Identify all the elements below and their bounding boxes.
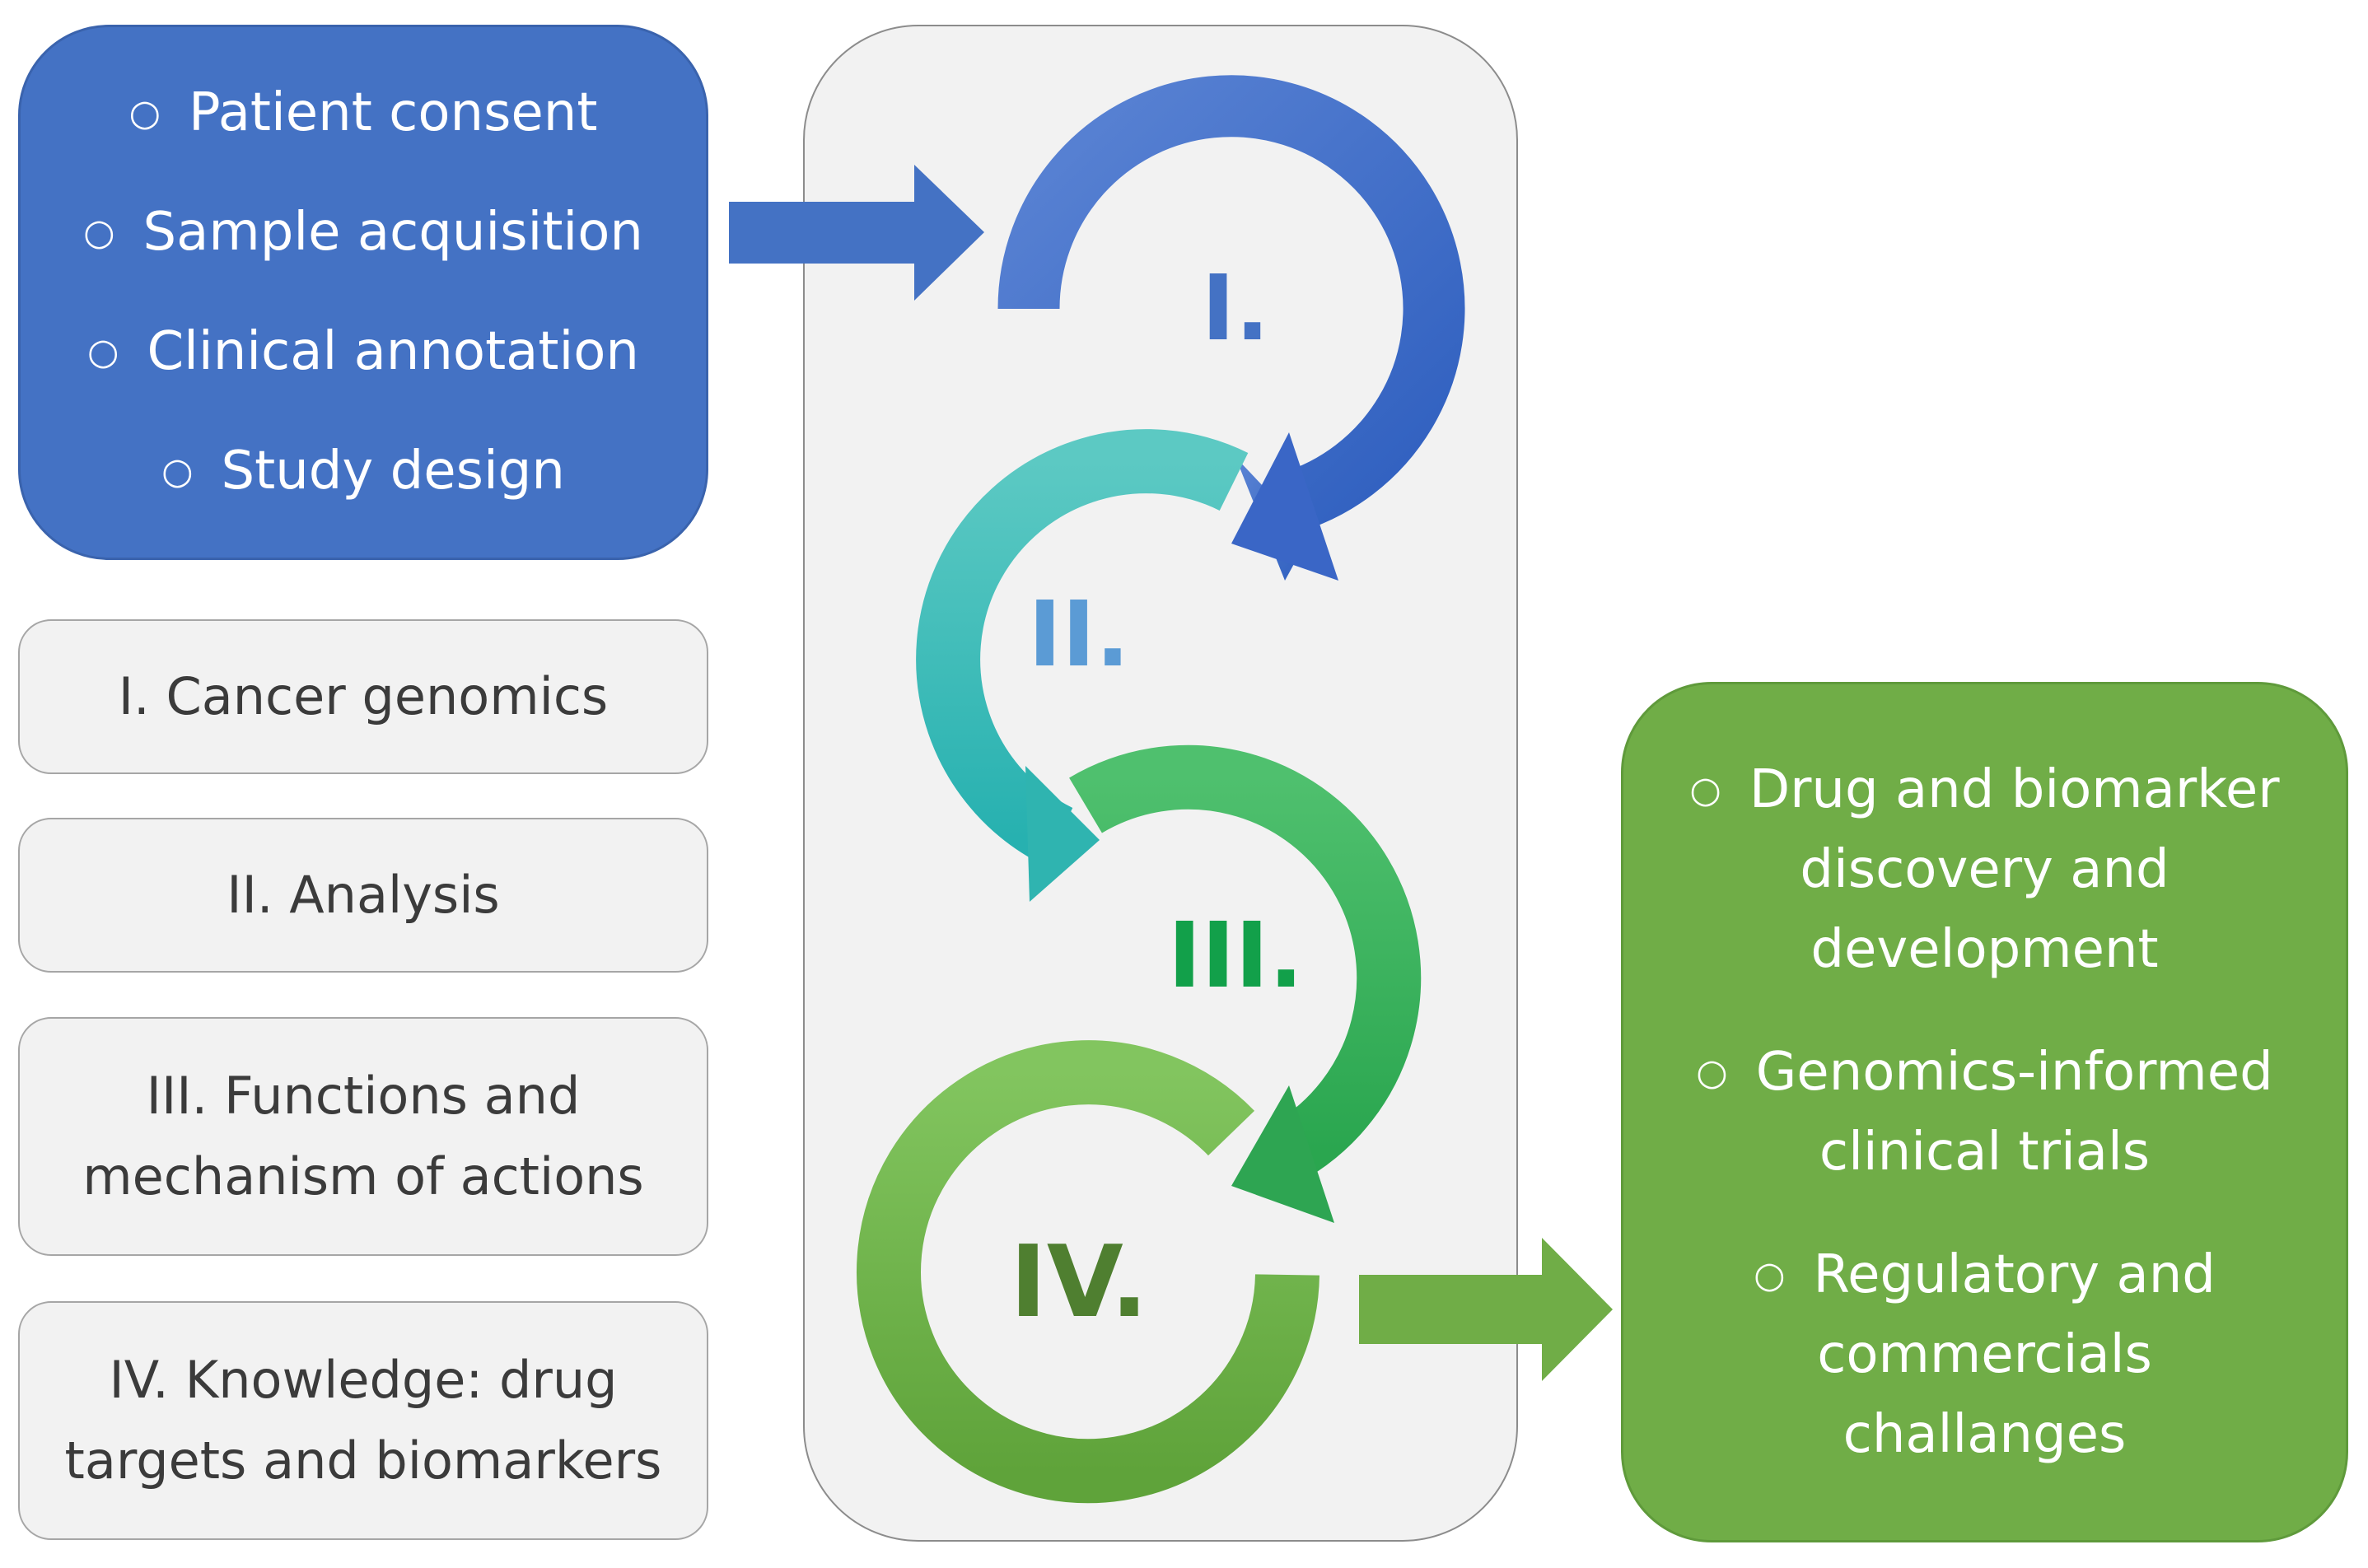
list-item: ○Patient consent: [128, 82, 598, 143]
bullet-circle-icon: ○: [83, 212, 115, 254]
list-item: ○Clinical annotation: [87, 321, 639, 382]
cycle-numeral-1: I.: [1202, 255, 1270, 361]
step-label: III. Functions and: [146, 1066, 581, 1126]
bullet-circle-icon: ○: [128, 92, 161, 134]
bullet-circle-icon: ○: [161, 450, 194, 492]
bullet-circle-icon: ○: [1689, 768, 1721, 811]
bullet-circle-icon: ○: [1754, 1253, 1786, 1296]
step-box-functions: III. Functions and mechanism of actions: [18, 1017, 708, 1256]
step-box-knowledge: IV. Knowledge: drug targets and biomarke…: [18, 1301, 708, 1540]
cycle-numeral-3: III.: [1168, 903, 1304, 1008]
curved-arrow-icon: [916, 429, 1249, 902]
curved-arrow-icon: [997, 75, 1465, 581]
right-arrow-icon: [729, 165, 984, 301]
step-box-cancer-genomics: I. Cancer genomics: [18, 619, 708, 774]
list-item: ○Study design: [161, 441, 565, 502]
step-label: II. Analysis: [227, 865, 500, 925]
right-arrow-icon: [1359, 1238, 1613, 1381]
step-label-line2: targets and biomarkers: [64, 1430, 662, 1491]
list-item: ○Drug and biomarker discovery and develo…: [1689, 758, 2280, 980]
cycle-numeral-2: II.: [1028, 581, 1130, 687]
step-box-analysis: II. Analysis: [18, 818, 708, 973]
curved-arrow-icon: [1069, 744, 1422, 1223]
step-label-line2: mechanism of actions: [82, 1146, 644, 1206]
outcomes-box: ○Drug and biomarker discovery and develo…: [1621, 682, 2348, 1542]
curved-arrow-icon: [857, 1040, 1319, 1504]
cycle-numeral-4: IV.: [1010, 1225, 1148, 1340]
list-item: ○Sample acquisition: [83, 202, 643, 263]
list-item: ○Regulatory and commercials challanges: [1754, 1244, 2216, 1465]
step-label: I. Cancer genomics: [118, 666, 609, 726]
bullet-circle-icon: ○: [1696, 1051, 1728, 1094]
bullet-circle-icon: ○: [87, 331, 119, 373]
step-label: IV. Knowledge: drug: [109, 1350, 618, 1410]
list-item: ○Genomics-informed clinical trials: [1696, 1041, 2273, 1183]
input-requirements-box: ○Patient consent ○Sample acquisition ○Cl…: [18, 25, 708, 560]
